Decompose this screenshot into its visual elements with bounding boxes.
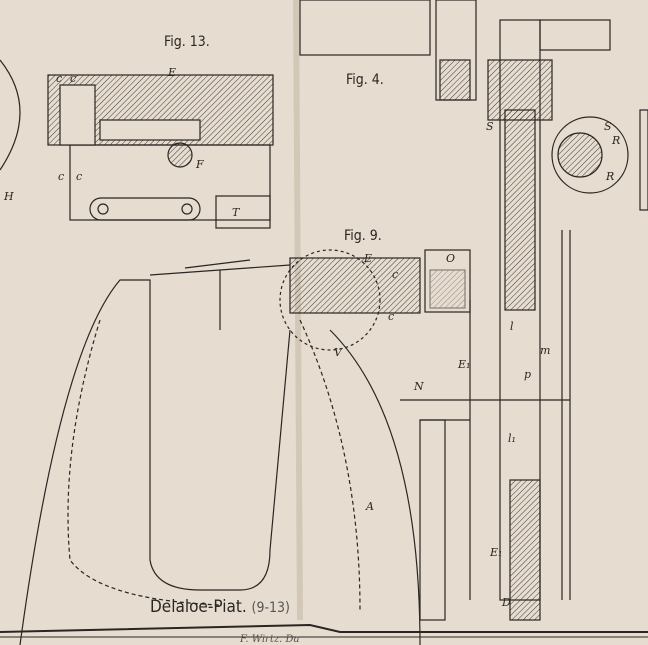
title-range: (9-13) (251, 600, 290, 616)
fig4-drawing (299, 0, 477, 101)
letter: p (524, 368, 532, 381)
plate-border (0, 623, 648, 633)
letter: E₁ (490, 546, 503, 559)
letter: E₁ (458, 358, 471, 371)
letter: c (76, 170, 83, 183)
engraver-signature: F. Wirtz. Da (240, 634, 300, 645)
letter: E (168, 66, 177, 79)
fig4-label: Fig. 4. (346, 72, 384, 88)
letter: c (58, 170, 65, 183)
letter: c (392, 268, 399, 281)
letter: E (364, 252, 373, 265)
letter: O (446, 252, 456, 265)
partial-wheel (0, 59, 21, 171)
title-text: Delaloe-Piat. (150, 597, 247, 617)
fig9-drawing (19, 249, 570, 645)
fig9-label: Fig. 9. (344, 228, 382, 244)
letter: c (56, 72, 63, 85)
letter: c (388, 310, 395, 323)
letter: T (232, 206, 240, 219)
letter: l₁ (508, 432, 516, 445)
letter: D (502, 596, 511, 609)
letter: l (510, 320, 514, 333)
letter: V (334, 346, 342, 359)
plate-title: Delaloe-Piat. (9-13) (150, 597, 290, 617)
letter: R (612, 134, 621, 147)
fig13-label: Fig. 13. (164, 34, 210, 50)
letter: N (414, 380, 424, 393)
letter: m (540, 344, 551, 357)
letter: F (196, 158, 204, 171)
letter: R (606, 170, 615, 183)
fig13-drawing (47, 74, 274, 229)
letter: c (70, 72, 77, 85)
letter: S (486, 120, 494, 133)
letter: S (604, 120, 612, 133)
column-drawing (487, 19, 648, 621)
letter: A (366, 500, 374, 513)
letter: H (4, 190, 14, 203)
